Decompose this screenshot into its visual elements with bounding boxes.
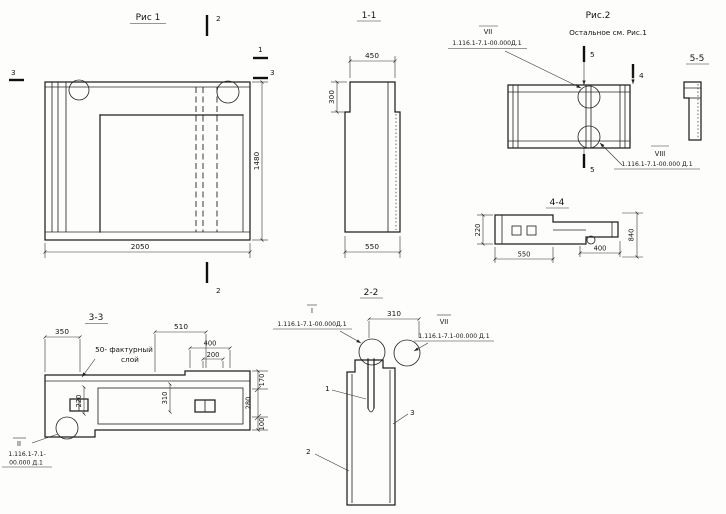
sec44-dim-400: 400: [594, 245, 607, 253]
fig2-section4-label: 4: [639, 71, 644, 80]
fig1-dim-height: 1480: [252, 151, 261, 170]
sec33-dim-220: 220: [75, 395, 83, 408]
sec11-outline: [344, 81, 401, 233]
sec22-detail-circle-i: [358, 338, 386, 366]
fig2-label-viii: VIII: [655, 150, 666, 158]
sec22-detail-circle-vii: [393, 339, 421, 367]
fig2-view: Рис.2 Остальное см. Рис.1 VII 1.116.1-7.…: [448, 11, 700, 174]
sec44-outline: [494, 214, 619, 245]
fig2-linework: [448, 25, 700, 170]
sec22-view: 2-2 I 1.116.1-7.1-00.000Д.1 310 VII 1.11…: [273, 288, 494, 506]
sec11-linework: [331, 20, 402, 258]
sec44-title: 4-4: [550, 198, 565, 208]
sec22-ref-i: 1.116.1-7.1-00.000Д.1: [277, 321, 346, 328]
sec22-dim-310: 310: [387, 309, 401, 318]
sec33-title: 3-3: [89, 313, 104, 323]
sec11-title: 1-1: [362, 11, 377, 21]
sec22-outline: [346, 359, 396, 506]
sec33-ref-ii-line2: 00.000 Д.1: [9, 460, 43, 467]
fig1-detail-circle-right: [216, 80, 240, 104]
sec33-dim-310: 310: [161, 392, 169, 405]
fig1-section1-label: 1: [258, 45, 263, 54]
sec11-view: 1-1 450 300 550: [327, 11, 402, 258]
sec44-dim-840: 840: [628, 229, 636, 242]
fig1-view: Рис 1 2 2 1 3 3 2050 1480: [9, 13, 275, 295]
sec22-label-vii: VII: [440, 318, 449, 326]
sec33-detail-circle-ii: [55, 416, 79, 440]
sec22-callout-2: 2: [306, 447, 311, 456]
sec22-callout-3: 3: [410, 408, 415, 417]
fig2-detail-circle-vii: [577, 85, 601, 109]
sec55-view: 5-5: [683, 54, 709, 141]
sec44-dim-550: 550: [518, 251, 531, 259]
sec33-ref-ii-line1: 1.116.1-7.1-: [8, 451, 45, 458]
sec22-title: 2-2: [364, 288, 379, 298]
fig2-ref-vii: 1.116.1-7.1-00.000Д.1: [452, 40, 521, 47]
sec33-outline: [44, 370, 251, 438]
fig1-detail-circle-left: [68, 79, 90, 101]
fig2-title: Рис.2: [586, 11, 611, 21]
fig1-section3-left-label: 3: [11, 68, 16, 77]
fig2-label-vii: VII: [484, 28, 493, 36]
sec33-dim-100: 100: [258, 418, 266, 431]
sec33-view: 3-3 350 510 400 200 50- фактурный слой 2…: [2, 313, 268, 468]
sec22-callout-1: 1: [325, 384, 330, 393]
sec55-linework: [683, 63, 709, 141]
sec44-view: 4-4 220 550 400 840: [474, 198, 643, 263]
sec44-linework: [477, 207, 643, 263]
sec11-dim-450: 450: [365, 51, 379, 60]
sec33-dim-400: 400: [204, 340, 217, 348]
sec55-title: 5-5: [690, 54, 705, 64]
sec11-dim-550: 550: [365, 242, 379, 251]
sec22-label-i: I: [311, 307, 313, 315]
fig2-detail-circle-viii: [577, 125, 601, 149]
sec33-linework: [2, 323, 268, 468]
sec33-dim-510: 510: [174, 322, 188, 331]
sec55-outline: [683, 81, 702, 141]
sec33-dim-350: 350: [55, 327, 69, 336]
fig2-section5-top-label: 5: [590, 50, 595, 59]
fig1-linework: [9, 15, 268, 283]
sec44-detail-circle: [586, 235, 596, 245]
fig2-panel-outline: [507, 84, 631, 149]
fig2-ref-viii: 1.116.1-7.1-00.000 Д.1: [621, 161, 692, 168]
sec33-note-line1: 50- фактурный: [95, 345, 153, 354]
fig1-section3-right-label: 3: [270, 68, 275, 77]
fig1-title: Рис 1: [136, 13, 161, 23]
fig1-dim-width: 2050: [131, 242, 150, 251]
fig1-section2-top-label: 2: [216, 14, 221, 23]
sec33-note-line2: слой: [121, 355, 139, 364]
fig2-note: Остальное см. Рис.1: [569, 28, 647, 37]
fig1-panel-outline: [44, 81, 251, 241]
sec22-linework: [273, 297, 494, 506]
sec22-ref-vii: 1.116.1-7.1-00.000 Д.1: [418, 333, 489, 340]
sec11-dim-300: 300: [327, 90, 336, 104]
sec33-dim-170: 170: [258, 374, 266, 387]
sec33-label-ii: II: [17, 440, 21, 448]
sec44-dim-220: 220: [474, 224, 482, 237]
fig2-section5-bottom-label: 5: [590, 165, 595, 174]
sec33-dim-200: 200: [207, 351, 220, 359]
sec33-dim-280: 280: [245, 397, 253, 410]
fig1-section2-bottom-label: 2: [216, 286, 221, 295]
